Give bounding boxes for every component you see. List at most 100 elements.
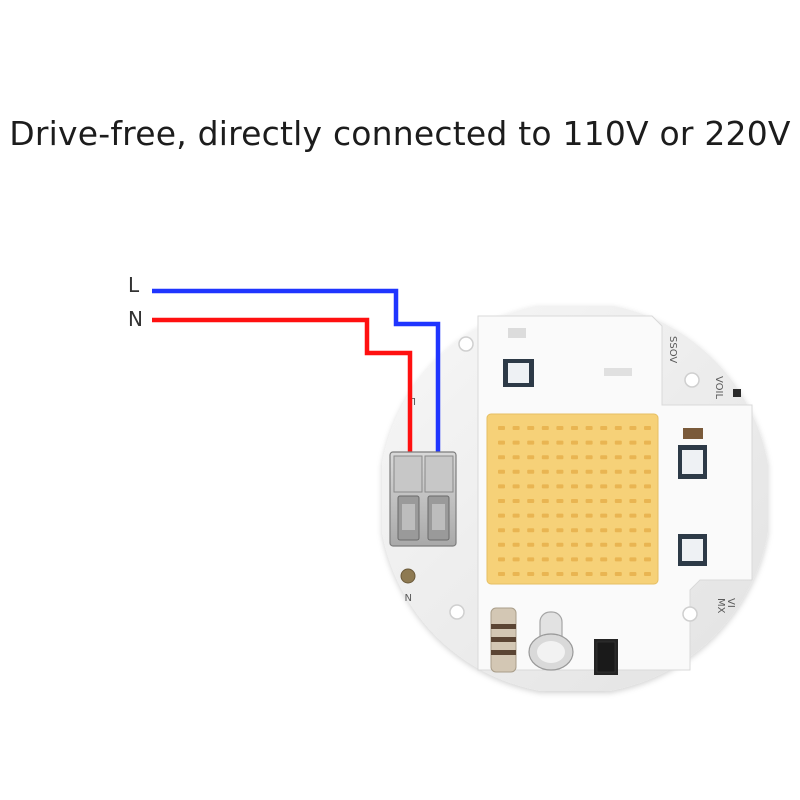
led-dot bbox=[527, 440, 535, 445]
led-dot bbox=[512, 513, 520, 518]
terminal-block bbox=[389, 451, 457, 547]
led-dot bbox=[527, 469, 535, 474]
led-dot bbox=[600, 440, 608, 445]
led-dot bbox=[556, 426, 564, 430]
led-dot bbox=[512, 572, 520, 576]
led-dot bbox=[527, 499, 535, 503]
led-dot bbox=[556, 499, 564, 503]
led-dot bbox=[629, 513, 637, 518]
neutral-wire bbox=[152, 317, 413, 460]
driver-ic-chip bbox=[594, 639, 618, 675]
led-dot bbox=[527, 542, 535, 547]
led-dot bbox=[556, 542, 564, 547]
solder-pad bbox=[400, 568, 416, 584]
led-dot bbox=[571, 484, 578, 489]
led-dot bbox=[556, 513, 564, 518]
led-dot bbox=[512, 455, 520, 460]
led-dot bbox=[527, 513, 535, 518]
led-dot-grid bbox=[498, 426, 651, 576]
silk-label-mx: MX bbox=[715, 598, 726, 614]
led-dot bbox=[644, 469, 651, 474]
led-dot bbox=[498, 484, 505, 489]
led-dot bbox=[600, 426, 608, 430]
silk-label-ssov: SSOV bbox=[667, 336, 678, 363]
led-dot bbox=[512, 469, 520, 474]
led-dot bbox=[541, 484, 549, 489]
led-dot bbox=[498, 528, 505, 533]
capacitor-component bbox=[528, 611, 574, 671]
led-dot bbox=[585, 572, 593, 576]
led-dot bbox=[600, 528, 608, 533]
led-dot bbox=[556, 440, 564, 445]
line-wire-label: L bbox=[128, 273, 140, 297]
led-dot bbox=[556, 455, 564, 460]
led-dot bbox=[527, 484, 535, 489]
led-dot bbox=[585, 484, 593, 489]
line-wire bbox=[152, 288, 441, 460]
led-dot bbox=[571, 513, 578, 518]
led-dot bbox=[571, 455, 578, 460]
led-dot bbox=[585, 499, 593, 503]
smd-component-right-bottom bbox=[678, 534, 707, 566]
smd-component-top-left bbox=[503, 359, 534, 387]
led-dot bbox=[600, 484, 608, 489]
neutral-wire-label: N bbox=[128, 307, 143, 331]
led-dot bbox=[644, 426, 651, 430]
led-dot bbox=[629, 499, 637, 503]
silk-label-terminal-l: L bbox=[410, 395, 416, 406]
mounting-holes bbox=[449, 336, 700, 622]
led-dot bbox=[571, 528, 578, 533]
led-dot bbox=[541, 557, 549, 562]
led-dot bbox=[585, 469, 593, 474]
led-dot bbox=[571, 572, 578, 576]
led-dot bbox=[541, 499, 549, 503]
silk-label-vi: VI bbox=[725, 598, 736, 608]
led-dot bbox=[527, 455, 535, 460]
led-dot bbox=[512, 499, 520, 503]
led-dot bbox=[512, 528, 520, 533]
led-dot bbox=[644, 542, 651, 547]
led-dot bbox=[629, 557, 637, 562]
headline: Drive-free, directly connected to 110V o… bbox=[9, 114, 791, 153]
led-dot bbox=[556, 469, 564, 474]
led-dot bbox=[571, 440, 578, 445]
led-dot bbox=[512, 440, 520, 445]
led-dot bbox=[541, 572, 549, 576]
led-dot bbox=[614, 528, 622, 533]
led-dot bbox=[541, 440, 549, 445]
smd-faint-pad-2 bbox=[604, 368, 632, 376]
led-dot bbox=[556, 557, 564, 562]
led-dot bbox=[644, 513, 651, 518]
led-dot bbox=[629, 572, 637, 576]
led-dot bbox=[498, 469, 505, 474]
silk-label-voil: VOIL bbox=[713, 376, 724, 399]
led-dot bbox=[644, 557, 651, 562]
smd-faint-pad bbox=[508, 328, 526, 338]
led-dot bbox=[498, 455, 505, 460]
led-dot bbox=[585, 426, 593, 430]
led-dot bbox=[614, 484, 622, 489]
led-dot bbox=[644, 528, 651, 533]
led-dot bbox=[600, 499, 608, 503]
led-dot bbox=[541, 469, 549, 474]
led-dot bbox=[498, 557, 505, 562]
led-dot bbox=[614, 455, 622, 460]
led-dot bbox=[600, 542, 608, 547]
led-dot bbox=[600, 469, 608, 474]
led-dot bbox=[556, 484, 564, 489]
led-dot bbox=[571, 469, 578, 474]
led-dot bbox=[541, 542, 549, 547]
led-dot bbox=[512, 542, 520, 547]
led-dot bbox=[614, 542, 622, 547]
smd-component-right-top bbox=[678, 445, 707, 479]
led-dot bbox=[600, 557, 608, 562]
rectifier-resistor bbox=[490, 607, 517, 673]
led-dot bbox=[527, 426, 535, 430]
led-dot bbox=[585, 557, 593, 562]
led-dot bbox=[585, 542, 593, 547]
led-dot bbox=[585, 528, 593, 533]
led-dot bbox=[644, 499, 651, 503]
led-dot bbox=[512, 557, 520, 562]
led-dot bbox=[644, 484, 651, 489]
